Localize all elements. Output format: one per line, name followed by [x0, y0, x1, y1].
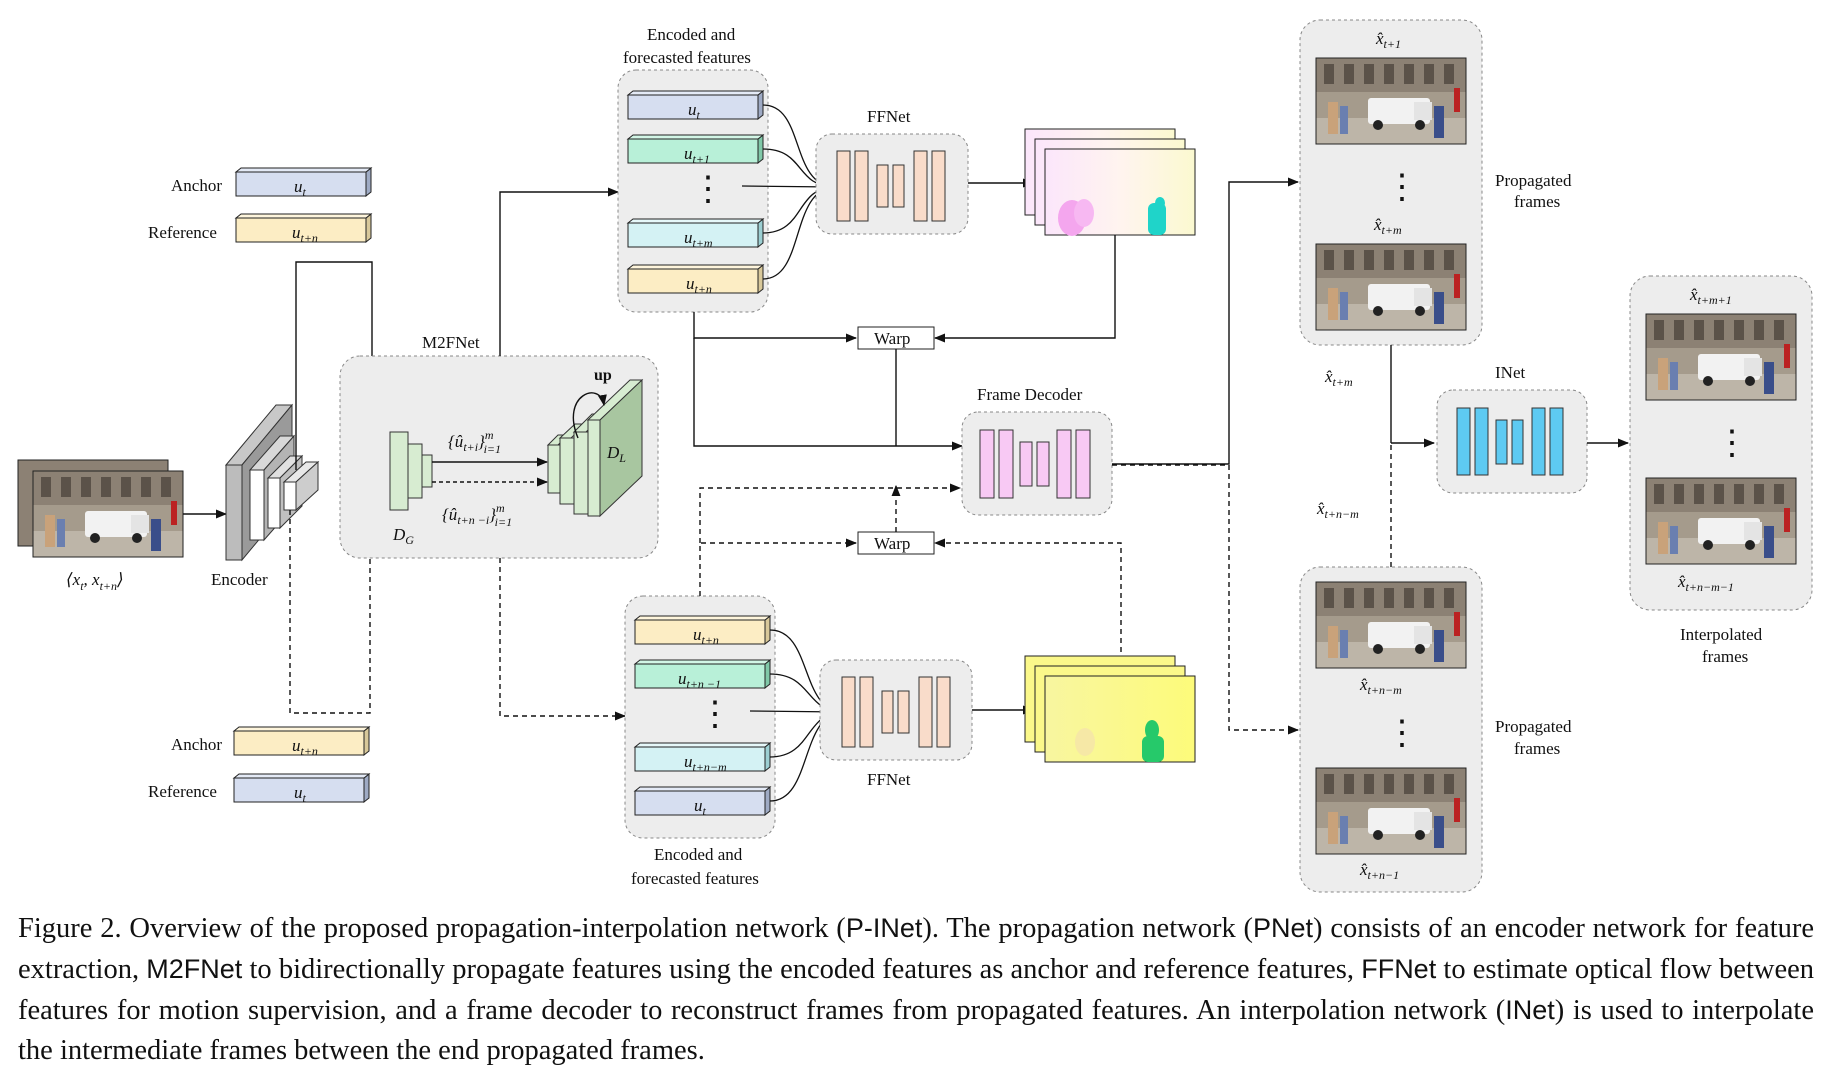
top-feature-1-symbol: ut: [688, 100, 701, 122]
propagated-top-line1: Propagated: [1495, 171, 1572, 190]
bottom-feature-1: [633, 614, 772, 646]
bottom-feature-2: [633, 658, 772, 690]
prop-top-frame-1-label: x̂t+1: [1375, 29, 1401, 51]
warp-top-label: Warp: [874, 329, 910, 348]
architecture-diagram: ⟨xt, xt+n⟩ Encoder Anchor ut Reference u…: [17, 19, 1813, 893]
frame-decoder-blocks: [979, 429, 1091, 499]
up-label: up: [594, 367, 612, 384]
ffnet-bottom-label: FFNet: [867, 770, 911, 789]
dg-block: [389, 431, 433, 511]
interp-dots: ⋮: [1715, 425, 1749, 462]
top-feature-3-symbol: ut+m: [684, 228, 713, 250]
bottom-feature-3: [633, 741, 772, 773]
input-frames: [17, 459, 184, 558]
input-pair-label: ⟨xt, xt+n⟩: [66, 570, 124, 593]
anchor-bottom-symbol: ut+n: [292, 736, 318, 758]
anchor-top-label: Anchor: [171, 176, 222, 195]
propagated-bottom-line2: frames: [1514, 739, 1560, 758]
prop-top-dots: ⋮: [1385, 169, 1419, 206]
prop-top-frame-2-label: x̂t+m: [1373, 215, 1402, 237]
ffnet-top-label: FFNet: [867, 107, 911, 126]
top-feature-3: [626, 217, 765, 249]
ffnet-top-blocks: [836, 150, 946, 222]
prop-bottom-frame-1-label: x̂t+n−m: [1359, 675, 1402, 697]
enc-fc-bottom-line2: forecasted features: [631, 869, 759, 888]
anchor-top-symbol: ut: [294, 177, 307, 199]
prop-top-frame-1: [1315, 57, 1467, 145]
ffnet-bottom-blocks: [841, 676, 951, 748]
m2fnet-label: M2FNet: [422, 333, 480, 352]
propagated-bottom-line1: Propagated: [1495, 717, 1572, 736]
reference-top-symbol: ut+n: [292, 223, 318, 245]
warp-bottom-label: Warp: [874, 534, 910, 553]
interp-frame-1-label: x̂t+m+1: [1689, 285, 1732, 307]
bottom-features-dots: ⋮: [698, 696, 732, 733]
flow-maps-bottom: [1024, 655, 1196, 763]
encoder-label: Encoder: [211, 570, 268, 589]
dl-block: [546, 378, 644, 518]
reference-top-label: Reference: [148, 223, 217, 242]
prop-bottom-dots: ⋮: [1385, 715, 1419, 752]
prop-bottom-frame-1: [1315, 581, 1467, 669]
interp-frame-2: [1645, 477, 1797, 565]
encoder-block: [224, 403, 320, 562]
bottom-feature-4-symbol: ut: [694, 796, 707, 818]
ffnet-top-panel: [815, 133, 969, 235]
interp-frame-1: [1645, 313, 1797, 401]
interp-frame-2-label: x̂t+n−m−1: [1677, 572, 1734, 594]
top-features-panel: [617, 69, 769, 313]
top-feature-4: [626, 263, 765, 295]
top-feature-2-symbol: ut+1: [684, 144, 710, 166]
flow-maps-top: [1024, 128, 1196, 236]
anchor-bottom-feature: [232, 725, 371, 757]
mid-label-1: x̂t+m: [1324, 367, 1353, 389]
dl-label: DL: [606, 443, 626, 465]
enc-fc-bottom-line1: Encoded and: [654, 845, 743, 864]
enc-fc-top-line2: forecasted features: [623, 48, 751, 67]
top-feature-1: [626, 89, 765, 121]
interpolated-line2: frames: [1702, 647, 1748, 666]
enc-fc-top-line1: Encoded and: [647, 25, 736, 44]
anchor-bottom-label: Anchor: [171, 735, 222, 754]
inet-blocks: [1456, 407, 1564, 476]
dg-label: DG: [392, 525, 414, 547]
top-feature-4-symbol: ut+n: [686, 274, 712, 296]
interpolated-line1: Interpolated: [1680, 625, 1763, 644]
prop-top-frame-2: [1315, 243, 1467, 331]
anchor-top-feature: [234, 166, 373, 198]
reference-bottom-label: Reference: [148, 782, 217, 801]
reference-bottom-feature: [232, 772, 371, 804]
bottom-feature-1-symbol: ut+n: [693, 625, 719, 647]
mid-label-2: x̂t+n−m: [1316, 499, 1359, 521]
reference-bottom-symbol: ut: [294, 783, 307, 805]
top-feature-2: [626, 133, 765, 165]
propagated-top-line2: frames: [1514, 192, 1560, 211]
inet-label: INet: [1495, 363, 1525, 382]
top-features-dots: ⋮: [691, 171, 725, 208]
ffnet-bottom-panel: [819, 659, 973, 761]
prop-bottom-frame-2-label: x̂t+n−1: [1359, 860, 1399, 882]
reference-top-feature: [234, 212, 373, 244]
bottom-feature-3-symbol: ut+n−m: [684, 752, 727, 774]
figure-caption: Figure 2. Overview of the proposed propa…: [18, 913, 1815, 1066]
bottom-feature-2-symbol: ut+n −1: [678, 669, 721, 691]
frame-decoder-label: Frame Decoder: [977, 385, 1083, 404]
bottom-feature-4: [633, 785, 772, 817]
prop-bottom-frame-2: [1315, 767, 1467, 855]
